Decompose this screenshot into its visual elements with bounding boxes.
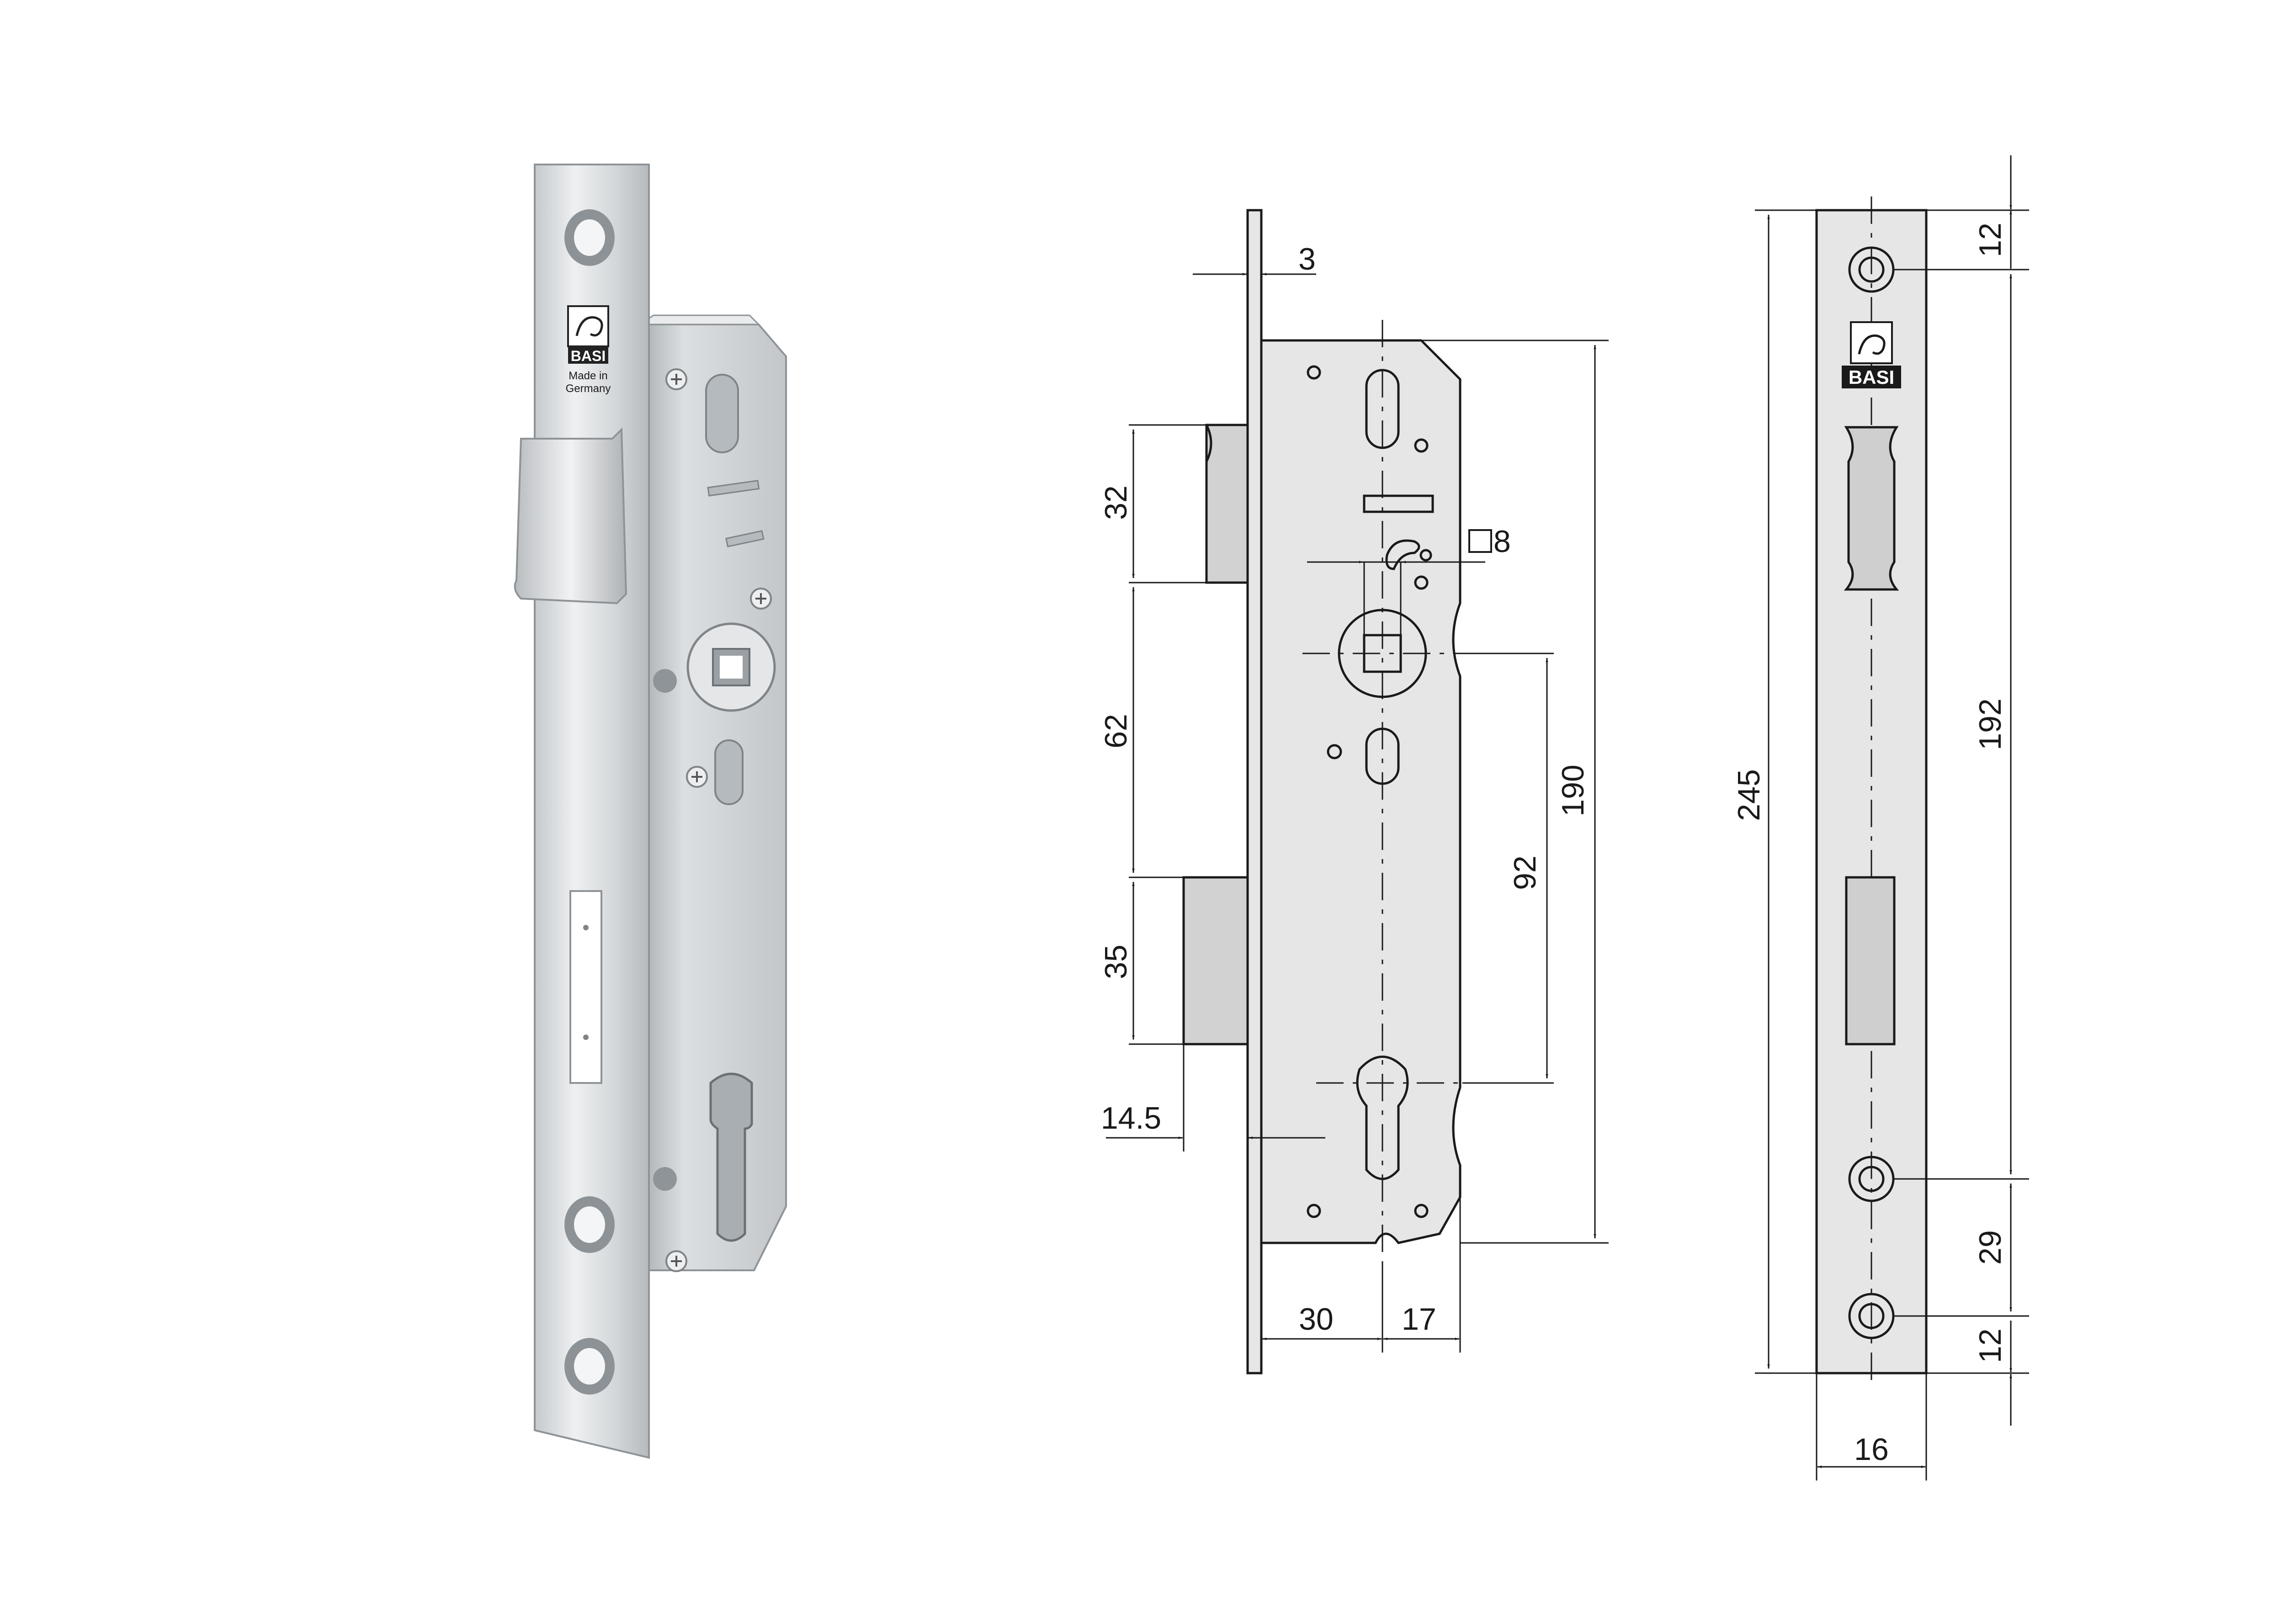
front-brand-logo: BASI: [1842, 321, 1901, 388]
dim-faceplate-length: 245: [1732, 769, 1766, 821]
side-view-drawing: [1182, 209, 1462, 1375]
front-hole-middle: [1848, 1156, 1895, 1202]
case-slot-top: [705, 374, 739, 453]
case-side: [1260, 339, 1461, 1244]
dim-case-height: 190: [1556, 764, 1590, 816]
lock-case: [639, 324, 787, 1271]
front-view-drawing: [1815, 196, 1928, 1389]
dim-spindle-square-group: 8: [1468, 524, 1511, 559]
cylinder-cutout: [709, 1072, 753, 1242]
dim-top-hole-offset: 12: [1973, 223, 2008, 257]
dim-faceplate-width: 16: [1854, 1432, 1889, 1467]
dim-latch-height: 32: [1099, 485, 1133, 520]
latch-side: [1205, 424, 1249, 584]
dim-deadbolt-projection: 14.5: [1101, 1101, 1161, 1136]
lock-rendering: BASI Made in Germany: [514, 164, 787, 1459]
brand-tagline-line2: Germany: [566, 382, 611, 395]
deadbolt-side: [1182, 876, 1249, 1046]
front-hole-bottom: [1848, 1293, 1895, 1339]
brand-name: BASI: [571, 348, 606, 364]
dim-hole-pitch: 192: [1973, 698, 2008, 750]
dim-bottom-hole-offset: 12: [1973, 1328, 2008, 1363]
front-brand-name: BASI: [1849, 366, 1894, 388]
dim-spindle-square: 8: [1493, 524, 1511, 559]
brand-tagline-line1: Made in: [569, 370, 607, 382]
dim-lower-hole-spacing: 29: [1973, 1230, 2008, 1265]
front-hole-top: [1848, 246, 1895, 293]
brand-logo: BASI Made in Germany: [566, 305, 611, 395]
spindle-hub: [686, 622, 776, 712]
dim-faceplate-thickness: 3: [1298, 242, 1316, 276]
side-view-dimensions: [1106, 273, 1609, 1353]
front-latch-opening: [1844, 426, 1899, 591]
faceplate-hole-top: [564, 209, 615, 266]
dim-deadbolt-height: 35: [1099, 945, 1133, 979]
faceplate-hole-middle: [564, 1196, 615, 1253]
case-slot-middle: [714, 739, 744, 805]
faceplate-side: [1246, 209, 1263, 1375]
front-view-dimensions: [1755, 155, 2029, 1481]
dim-backset: 30: [1299, 1302, 1334, 1337]
front-deadbolt-opening: [1845, 876, 1896, 1046]
dim-latch-to-spindle: 62: [1099, 714, 1133, 748]
faceplate-hole-bottom: [564, 1338, 615, 1395]
dim-spindle-to-cylinder: 92: [1508, 855, 1542, 890]
dim-case-rear: 17: [1402, 1302, 1436, 1337]
deadbolt-slot: [569, 890, 602, 1084]
latch-bolt: [514, 427, 627, 605]
